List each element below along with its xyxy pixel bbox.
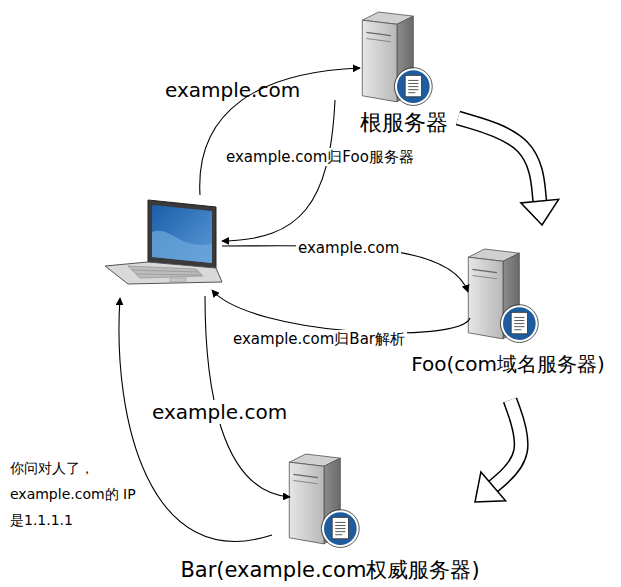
arrow-label: example.com <box>165 78 300 102</box>
server-name: Bar(example.com权威服务器) <box>165 556 495 584</box>
server-name: 根服务器 <box>350 108 458 138</box>
laptop-icon <box>105 200 222 284</box>
server-icon <box>468 249 538 342</box>
server-name: Foo(com域名服务器) <box>400 351 616 378</box>
query-arrow <box>205 296 290 497</box>
arrow-label: example.com归Foo服务器 <box>224 148 416 166</box>
server-icon <box>289 454 359 547</box>
server-node: 根服务器 <box>350 8 458 138</box>
response-arrow <box>222 100 335 241</box>
response-arrow <box>212 290 470 333</box>
arrow-label: example.com <box>296 239 401 257</box>
answer-note: 你问对人了， example.com的 IP是1.1.1.1 <box>10 455 140 533</box>
server-node: Bar(example.com权威服务器) <box>165 450 495 584</box>
flow-arrow <box>475 400 521 502</box>
arrow-label: example.com归Bar解析 <box>231 330 407 348</box>
arrow-label: example.com <box>150 400 289 424</box>
flow-arrow <box>458 118 559 225</box>
server-icon <box>362 12 432 105</box>
server-node: Foo(com域名服务器) <box>400 225 616 378</box>
